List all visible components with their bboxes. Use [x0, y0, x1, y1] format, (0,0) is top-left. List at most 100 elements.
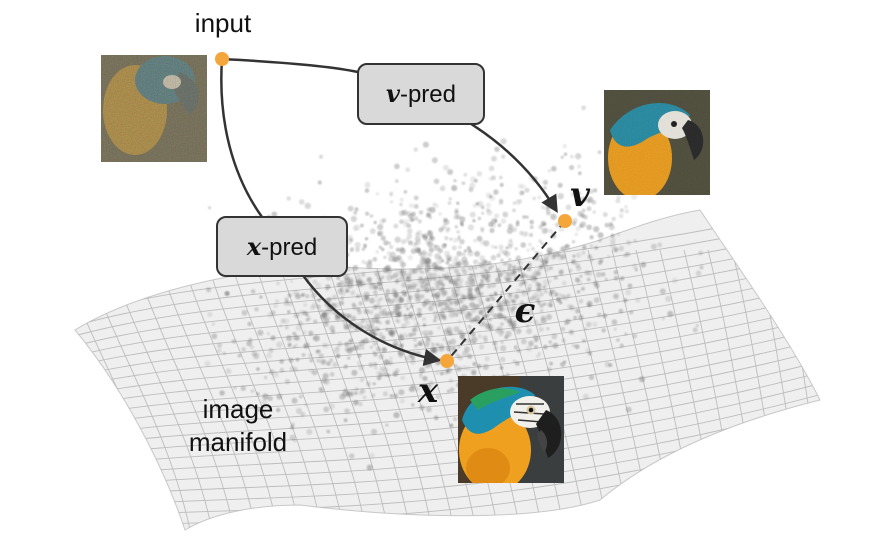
- noise-sample-dot: [377, 281, 382, 286]
- noise-sample-dot: [513, 345, 519, 350]
- noise-sample-dot: [267, 395, 273, 402]
- noise-sample-dot: [393, 223, 399, 229]
- noise-sample-dot: [529, 219, 535, 225]
- noise-sample-dot: [520, 190, 525, 195]
- noise-sample-dot: [545, 202, 552, 209]
- noise-sample-dot: [355, 293, 361, 299]
- noise-sample-dot: [385, 293, 389, 298]
- noise-sample-dot: [512, 208, 516, 213]
- noise-sample-dot: [500, 322, 504, 326]
- noise-sample-dot: [222, 351, 227, 356]
- noise-sample-dot: [425, 269, 430, 274]
- noise-sample-dot: [405, 276, 410, 280]
- noise-sample-dot: [465, 365, 471, 371]
- noise-sample-dot: [322, 312, 327, 317]
- noise-sample-dot: [479, 255, 486, 262]
- x-pred-variable: x: [246, 232, 262, 261]
- noise-sample-dot: [496, 253, 501, 258]
- noise-sample-dot: [274, 299, 280, 304]
- noise-sample-dot: [552, 249, 557, 253]
- noise-sample-dot: [430, 347, 437, 353]
- noise-sample-dot: [473, 303, 480, 310]
- noise-sample-dot: [410, 403, 415, 407]
- noise-sample-dot: [610, 233, 615, 238]
- noise-sample-dot: [385, 423, 389, 427]
- noise-sample-dot: [408, 386, 415, 392]
- noise-sample-dot: [497, 223, 502, 228]
- noise-sample-dot: [231, 339, 237, 344]
- noise-sample-dot: [368, 309, 374, 315]
- noise-sample-dot: [467, 325, 472, 329]
- noise-sample-dot: [477, 333, 483, 339]
- noise-sample-dot: [399, 246, 405, 253]
- noise-sample-dot: [586, 224, 592, 231]
- noise-sample-dot: [459, 216, 466, 223]
- noise-sample-dot: [454, 364, 458, 368]
- noise-sample-dot: [495, 277, 502, 284]
- noise-sample-dot: [297, 320, 303, 326]
- noise-sample-dot: [548, 228, 554, 234]
- noise-sample-dot: [597, 150, 602, 155]
- noise-sample-dot: [550, 213, 557, 220]
- noise-sample-dot: [287, 342, 292, 347]
- noise-sample-dot: [240, 385, 246, 391]
- noise-sample-dot: [604, 222, 610, 228]
- noise-sample-dot: [389, 200, 394, 204]
- noise-sample-dot: [383, 359, 389, 365]
- noise-sample-dot: [364, 236, 369, 241]
- noise-sample-dot: [572, 217, 578, 224]
- noise-sample-dot: [379, 218, 385, 225]
- noise-sample-dot: [316, 304, 322, 310]
- noise-sample-dot: [467, 264, 474, 271]
- noise-sample-dot: [471, 274, 475, 278]
- noise-sample-dot: [446, 367, 453, 374]
- noise-sample-dot: [536, 287, 543, 293]
- noise-sample-dot: [590, 257, 595, 262]
- noise-sample-dot: [377, 303, 381, 307]
- noise-sample-dot: [381, 275, 385, 280]
- noise-sample-dot: [421, 317, 427, 322]
- noise-sample-dot: [500, 258, 504, 263]
- trajectory-lines: [220, 57, 566, 366]
- noise-sample-dot: [532, 196, 537, 201]
- noise-sample-dot: [574, 277, 580, 283]
- noise-sample-dot: [526, 266, 532, 272]
- noise-sample-dot: [263, 375, 268, 380]
- noise-sample-dot: [322, 373, 329, 380]
- noise-sample-dot: [542, 279, 549, 286]
- noise-sample-dot: [529, 225, 534, 230]
- noise-sample-dot: [369, 345, 374, 349]
- noise-sample-dot: [413, 317, 417, 321]
- noise-sample-dot: [409, 304, 414, 309]
- noise-sample-dot: [410, 218, 415, 222]
- noise-sample-dot: [440, 282, 445, 287]
- noise-sample-dot: [477, 216, 482, 221]
- noise-sample-dot: [292, 331, 297, 336]
- noise-sample-dot: [369, 282, 373, 286]
- noise-sample-dot: [332, 361, 338, 368]
- noise-sample-dot: [600, 272, 606, 277]
- noise-sample-dot: [480, 205, 485, 210]
- noise-sample-dot: [561, 280, 567, 286]
- noise-sample-dot: [608, 363, 613, 368]
- noise-sample-dot: [421, 261, 428, 269]
- noise-sample-dot: [512, 201, 516, 205]
- noise-sample-dot: [624, 332, 628, 336]
- noise-sample-dot: [307, 316, 312, 321]
- noise-sample-dot: [408, 240, 413, 246]
- noise-sample-dot: [571, 259, 577, 265]
- noise-sample-dot: [293, 312, 300, 319]
- noise-sample-dot: [420, 330, 425, 335]
- manifold-grid-line: [75, 314, 820, 421]
- noise-sample-dot: [474, 250, 481, 257]
- noise-sample-dot: [577, 191, 582, 196]
- noise-sample-dot: [350, 315, 357, 322]
- noise-sample-dot: [543, 186, 547, 190]
- noise-sample-dot: [390, 298, 395, 303]
- noise-sample-dot: [427, 230, 434, 237]
- noise-sample-dot: [303, 344, 308, 349]
- noise-sample-dot: [339, 300, 345, 306]
- noise-sample-dot: [625, 406, 632, 413]
- noise-sample-dot: [449, 387, 455, 393]
- noise-sample-dot: [460, 293, 466, 300]
